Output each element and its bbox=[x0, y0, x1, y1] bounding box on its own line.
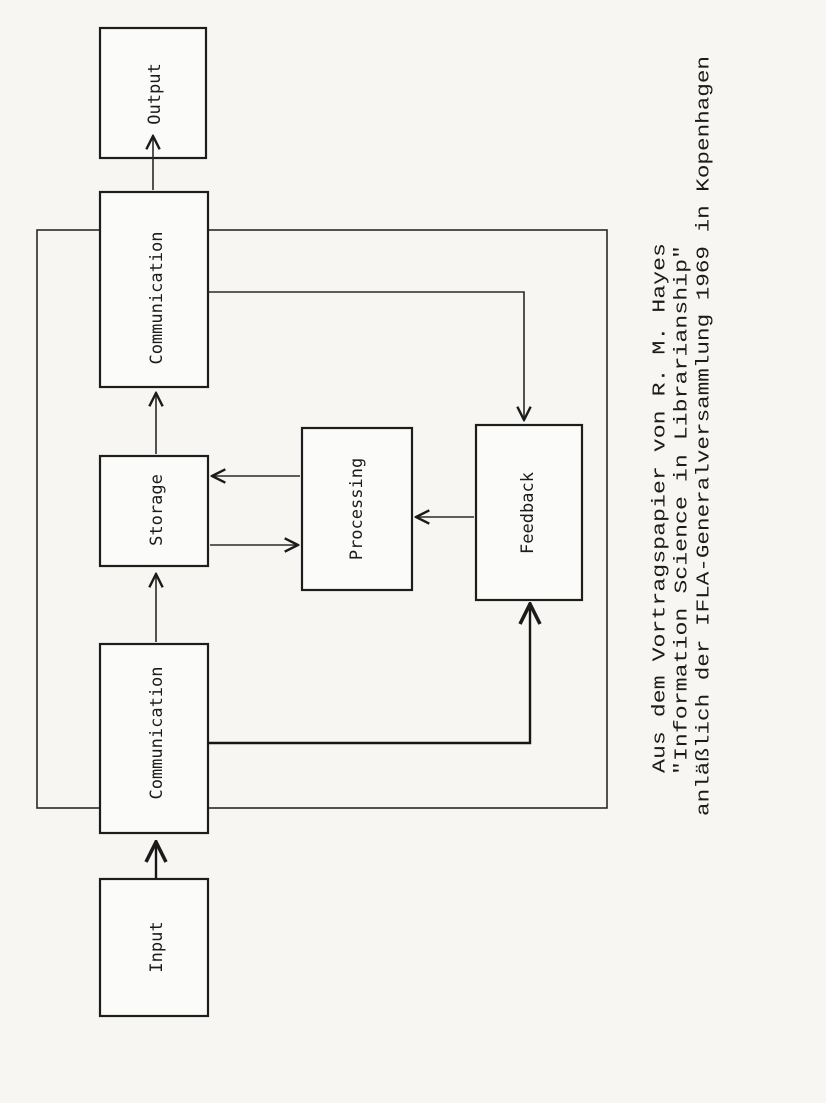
storage-box bbox=[98, 454, 210, 568]
communication-out-label: Communication bbox=[147, 231, 167, 364]
communication-in-label: Communication bbox=[147, 666, 167, 799]
caption-line-3: anläßlich der IFLA-Generalversammlung 19… bbox=[694, 56, 715, 816]
processing-box bbox=[300, 426, 414, 592]
system-boundary-frame bbox=[36, 229, 608, 809]
communication-out-box bbox=[98, 190, 210, 389]
processing-label: Processing bbox=[347, 458, 367, 560]
feedback-box bbox=[474, 423, 584, 602]
feedback-label: Feedback bbox=[518, 472, 538, 554]
arrow-communication-in-to-feedback bbox=[208, 604, 530, 745]
storage-label: Storage bbox=[147, 474, 167, 546]
input-label: Input bbox=[147, 921, 167, 972]
communication-in-box bbox=[98, 642, 210, 835]
output-label: Output bbox=[145, 63, 165, 124]
caption-line-1: Aus dem Vortragspapier von R. M. Hayes bbox=[650, 243, 671, 773]
caption-line-2: "Information Science in Librarianship" bbox=[672, 245, 693, 775]
input-box bbox=[98, 877, 210, 1018]
arrow-communication-out-to-feedback bbox=[208, 291, 524, 420]
